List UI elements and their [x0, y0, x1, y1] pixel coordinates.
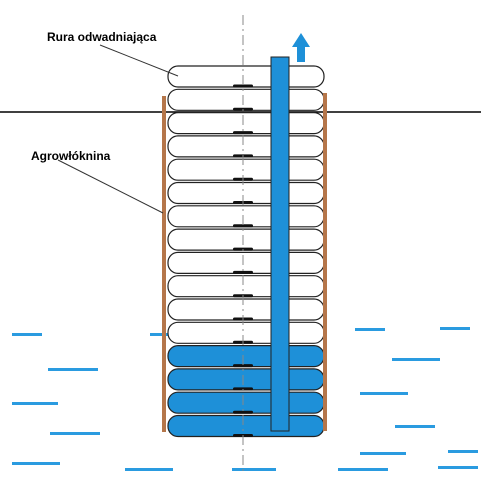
flow-up-arrow-icon: [292, 33, 310, 62]
pipe-ring: [167, 181, 325, 205]
ring-slot: [233, 364, 253, 368]
water-dash: [438, 466, 478, 469]
ring-slot: [233, 224, 253, 228]
water-dash: [150, 333, 172, 336]
pipe-ring: [167, 391, 325, 414]
pipe-ring: [167, 111, 325, 135]
water-dash: [392, 358, 440, 361]
ring-slot: [233, 84, 253, 88]
water-dash: [360, 452, 406, 455]
pipe-ring: [167, 298, 325, 321]
pipe-ring: [167, 251, 325, 274]
ring-slot: [233, 270, 253, 274]
water-dash: [125, 468, 173, 471]
water-dash: [448, 450, 478, 453]
riser-pipe: [270, 56, 290, 432]
drain-pipe-rings: [167, 65, 325, 438]
pipe-ring: [167, 321, 325, 344]
water-dash: [395, 425, 435, 428]
water-dash: [355, 328, 385, 331]
geotextile-left: [162, 96, 166, 432]
water-dash: [12, 333, 42, 336]
pipe-label: Rura odwadniająca: [47, 30, 157, 44]
pipe-ring: [167, 368, 325, 391]
pipe-ring: [167, 65, 325, 88]
water-dash: [360, 392, 408, 395]
pipe-label-leader: [99, 44, 179, 77]
pipe-ring: [167, 135, 325, 158]
pipe-ring: [167, 275, 325, 298]
water-dash: [48, 368, 98, 371]
pipe-ring: [167, 205, 325, 228]
ring-slot: [233, 410, 253, 414]
water-dash: [50, 432, 100, 435]
water-dash: [232, 468, 276, 471]
ring-slot: [233, 131, 253, 135]
pipe-ring: [167, 414, 325, 438]
ring-slot: [233, 387, 253, 391]
water-dash: [12, 402, 58, 405]
pipe-ring: [167, 228, 325, 251]
pipe-ring: [167, 88, 325, 111]
geotextile-label: Agrowłóknina: [31, 149, 111, 163]
geotextile-label-leader: [57, 159, 164, 214]
pipe-ring: [167, 345, 325, 368]
geotextile-right: [323, 93, 327, 431]
water-dash: [440, 327, 470, 330]
water-dash: [12, 462, 60, 465]
water-dash: [338, 468, 388, 471]
pipe-ring: [167, 158, 325, 181]
groundwater-dashes: [12, 327, 478, 471]
